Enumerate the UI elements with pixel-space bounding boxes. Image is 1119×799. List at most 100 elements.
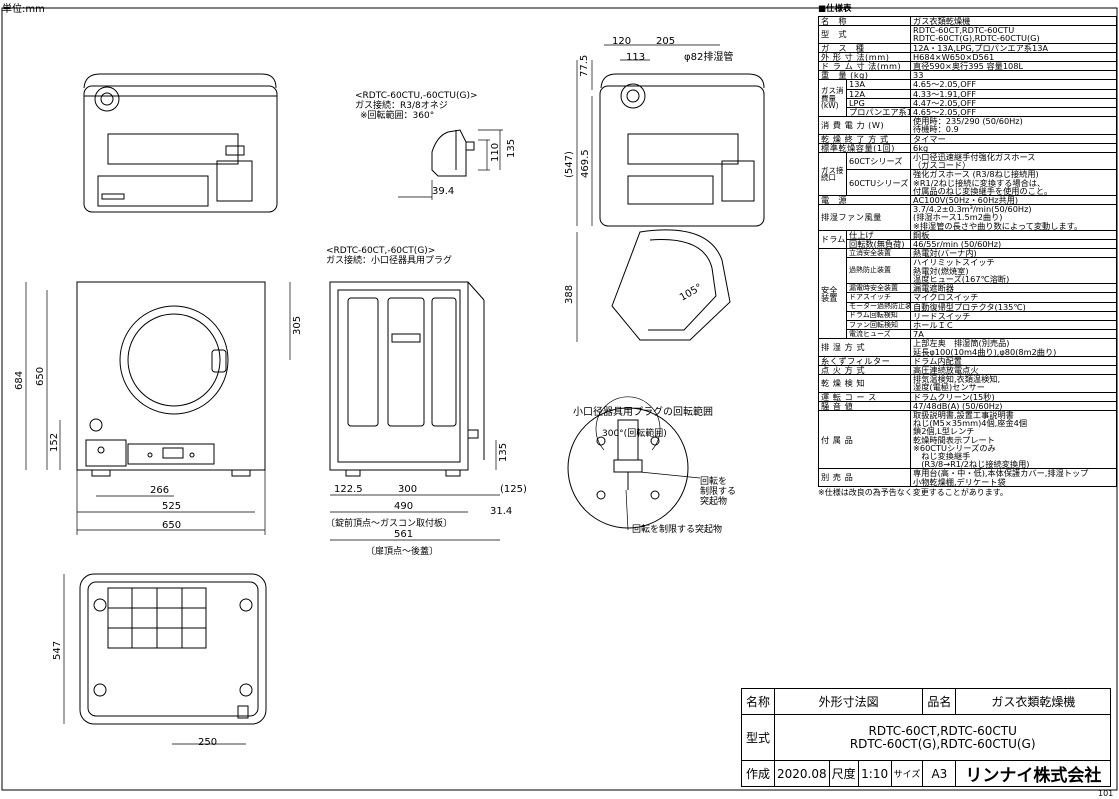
spec-value: 熱電対(バーナ内) xyxy=(910,248,1117,259)
spec-value: 6kg xyxy=(910,142,1117,154)
spec-value-line: 延長φ100(10m4曲り),φ80(8m2曲り) xyxy=(913,346,1057,357)
spec-heading: ■仕様表 xyxy=(818,4,852,14)
spec-value-line: 小物乾燥棚,デリケート袋 xyxy=(913,476,1006,487)
dim-110: 110 xyxy=(490,143,501,162)
dim-388: 388 xyxy=(564,285,575,304)
spec-key: 点 火 方 式 xyxy=(818,364,911,376)
spec-value-line: （ガスコード） xyxy=(913,160,971,170)
spec-value-line: 熱電対(燃焼室) xyxy=(913,265,969,276)
spec-value: AC100V(50Hz・60Hz共用) xyxy=(910,195,1117,206)
spec-value: 4.33～1.91,OFF xyxy=(910,88,1117,99)
scale-label: 尺度 xyxy=(828,760,859,787)
spec-value: 専用台(高・中・低),本体保護カバー,排湿トップ小物乾燥棚,デリケート袋 xyxy=(910,468,1117,487)
dim-305: 305 xyxy=(292,316,303,335)
spec-value: ドラム内配置 xyxy=(910,355,1117,366)
spec-subkey: 60CTUシリーズ xyxy=(846,169,911,197)
spec-value-line: 高圧連続放電点火 xyxy=(913,365,979,375)
dim-650v: 650 xyxy=(35,367,46,386)
spec-value: 使用時：235/290 (50/60Hz)待機時：0.9 xyxy=(910,116,1117,135)
spec-value: 直径590×奥行395 容量108L xyxy=(910,61,1117,72)
spec-value: タイマー xyxy=(910,133,1117,144)
spec-value: 取扱説明書,設置工事説明書ねじ(M5×35mm)4個,座金4個鎖2個,L型レンチ… xyxy=(910,409,1117,470)
plug-title: 小口径器具用プラグの回転範囲 xyxy=(573,405,713,418)
spec-key: ガス消費量(kW) xyxy=(818,79,847,118)
spec-key: 標準乾燥容量(1回) xyxy=(818,142,911,154)
spec-value-line: 強化ガスホース (R3/8ねじ接続用) xyxy=(913,169,1039,180)
spec-value: マイクロスイッチ xyxy=(910,292,1117,303)
spec-subkey: プロパンエア系13A xyxy=(846,107,911,118)
model-line1: RDTC-60CT,RDTC-60CTU xyxy=(868,723,1017,738)
spec-value-line: AC100V(50Hz・60Hz共用) xyxy=(913,195,1019,205)
spec-note: ※仕様は改良の為予告なく変更することがあります。 xyxy=(818,487,1008,497)
ctu-rotation: ※回転範囲：360° xyxy=(360,109,434,121)
spec-value-line: ※60CTUシリーズのみ xyxy=(913,442,996,453)
plug-label1b: 制限する xyxy=(700,485,736,497)
plug-label1c: 突起物 xyxy=(700,495,727,507)
spec-value-line: (排湿ホース1.5m2曲り) xyxy=(913,212,1003,223)
spec-key: 乾 燥 検 知 xyxy=(818,374,911,393)
spec-subkey: 電流ヒューズ xyxy=(846,329,911,340)
dim-561: 561 xyxy=(394,529,413,540)
spec-key: ドラム xyxy=(818,229,847,250)
plug-rotation-detail xyxy=(567,396,701,531)
caption-lock: 〔錠前頂点～ガスコン取付板〕 xyxy=(326,517,452,529)
spec-value-line: 直径590×奥行395 容量108L xyxy=(913,61,1024,71)
spec-value: 4.47～2.05,OFF xyxy=(910,97,1117,109)
dim-250: 250 xyxy=(198,737,217,748)
spec-value-line: マイクロスイッチ xyxy=(913,292,979,302)
spec-key: ガス接続口 xyxy=(818,152,847,197)
spec-value-line: ※排湿管の長さや曲り数によって変動します。 xyxy=(913,220,1083,231)
spec-value-line: ねじ(M5×35mm)4個,座金4個 xyxy=(913,418,1028,429)
product-label: 品名 xyxy=(922,688,957,715)
spec-subkey: モーター過熱防止装置 xyxy=(846,301,911,312)
size-label: サイズ xyxy=(890,760,924,787)
ctu-header: <RDTC-60CTU,-60CTU(G)> xyxy=(355,91,478,101)
spec-value-line: 小口径迅速継手付強化ガスホース xyxy=(913,152,1036,163)
created-label: 作成 xyxy=(741,760,775,787)
caption-door: 〔扉頂点～後蓋〕 xyxy=(366,545,438,557)
spec-subkey: ファン回転検知 xyxy=(846,319,911,331)
spec-value: H684×W650×D561 xyxy=(910,51,1117,63)
spec-subkey: 回転数(無負荷) xyxy=(846,239,911,250)
drawing-frame xyxy=(1,7,1118,791)
spec-value-line: 取扱説明書,設置工事説明書 xyxy=(913,410,1014,420)
ctu-gas: ガス接続：R3/8オネジ xyxy=(355,99,448,111)
spec-key: 消 費 電 力 (W) xyxy=(818,116,911,135)
spec-key: 排湿ファン風量 xyxy=(818,204,911,231)
spec-subkey: LPG xyxy=(846,97,911,109)
spec-value: 強化ガスホース (R3/8ねじ接続用)※R1/2ねじ接続に変換する場合は、付属品… xyxy=(910,169,1117,197)
spec-value-line: 付属品のねじ変換継手を使用のこと。 xyxy=(913,185,1053,196)
spec-value: 47/48dB(A) (50/60Hz) xyxy=(910,400,1117,411)
model-label: 型式 xyxy=(741,714,775,761)
plug-range: 300°(回転範囲) xyxy=(602,427,667,439)
spec-subkey: ドアスイッチ xyxy=(846,292,911,303)
spec-value: 上部左奥 排湿筒(別売品)延長φ100(10m4曲り),φ80(8m2曲り) xyxy=(910,338,1117,357)
spec-value: 排気温検知,衣類温検知,湿度(電極)センサー xyxy=(910,374,1117,393)
spec-value: 46/55r/min (50/60Hz) xyxy=(910,239,1117,250)
spec-value: 4.65～2.05,OFF xyxy=(910,79,1117,90)
spec-subkey: 立消安全装置 xyxy=(846,248,911,259)
spec-value: 7A xyxy=(910,329,1117,340)
spec-value-line: 6kg xyxy=(913,143,929,153)
spec-value-line: タイマー xyxy=(913,134,946,144)
spec-subkey: ドラム回転検知 xyxy=(846,310,911,321)
spec-subkey: 12A xyxy=(846,88,911,99)
plug-label1a: 回転を xyxy=(700,476,727,487)
spec-value-line: リードスイッチ xyxy=(913,311,971,321)
spec-value-line: 47/48dB(A) (50/60Hz) xyxy=(913,401,1003,411)
spec-key: 騒 音 値 xyxy=(818,400,911,411)
door-open-view xyxy=(576,44,765,342)
name-value: 外形寸法図 xyxy=(773,688,924,715)
spec-key: ガ ス 種 xyxy=(818,42,911,53)
page-number: 101 xyxy=(1098,789,1114,798)
dim-314: 31.4 xyxy=(490,506,512,517)
spec-value-line: (R3/8→R1/2ねじ接続変換用) xyxy=(913,459,1030,469)
dim-490: 490 xyxy=(394,501,413,512)
spec-value-line: 12A・13A,LPG,プロパンエア系13A xyxy=(913,43,1049,53)
ct-header: <RDTC-60CT,-60CT(G)> xyxy=(326,246,435,256)
dim-77: 77.5 xyxy=(579,55,590,77)
dim-125: (125) xyxy=(500,484,527,495)
